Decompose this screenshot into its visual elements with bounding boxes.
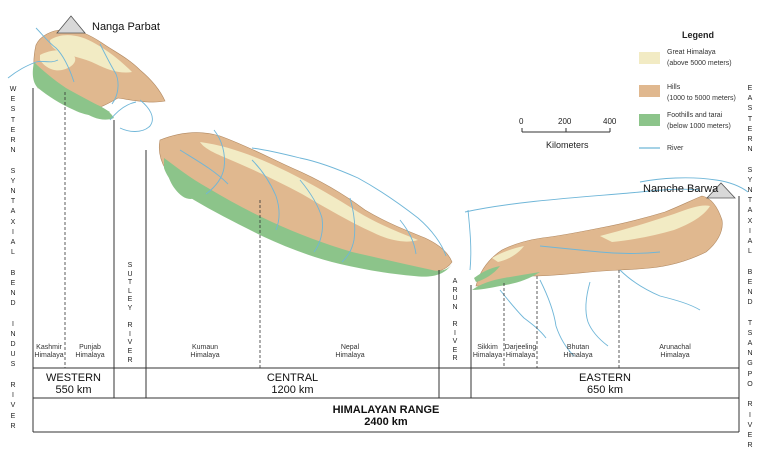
subregion-dashed-lines [64, 92, 620, 368]
scale-bar [521, 128, 611, 133]
eastern-segment-title: EASTERN [579, 372, 631, 384]
eastern-himalaya-relief [472, 195, 723, 290]
namche-barwa-peak-icon [706, 182, 736, 199]
western-segment-length: 550 km [55, 384, 92, 396]
western-segment-title: WESTERN [46, 372, 101, 384]
scale-tick-400: 400 [603, 117, 617, 126]
scale-tick-200: 200 [558, 117, 572, 126]
nanga-parbat-label: Nanga Parbat [92, 21, 160, 33]
namche-barwa-label: Namche Barwa [643, 183, 719, 195]
legend-title: Legend [682, 30, 715, 40]
central-segment-title: CENTRAL [266, 372, 319, 384]
scale-tick-0: 0 [519, 117, 524, 126]
legend-label-hills: Hills(1000 to 5000 meters) [667, 84, 736, 102]
eastern-segment-length: 650 km [586, 384, 624, 396]
scale-label: Kilometers [546, 140, 589, 150]
central-segment-length: 1200 km [271, 384, 314, 396]
legend-swatch-hills [639, 85, 660, 97]
legend-swatch-foothills [639, 114, 660, 126]
central-himalaya-relief [158, 132, 453, 277]
legend-label-great-himalaya: Great Himalaya(above 5000 meters) [667, 49, 732, 67]
himalayan-range-length: 2400 km [364, 416, 408, 428]
boundary-lines [32, 88, 740, 433]
legend-label-river: River [667, 145, 684, 152]
legend-swatch-great-himalaya [639, 52, 660, 64]
nanga-parbat-peak-icon [56, 15, 86, 34]
legend-label-foothills: Foothills and tarai(below 1000 meters) [667, 112, 731, 130]
western-himalaya-relief [32, 29, 166, 120]
river-lines [7, 27, 749, 357]
himalayan-range-title: HIMALAYAN RANGE [332, 404, 440, 416]
